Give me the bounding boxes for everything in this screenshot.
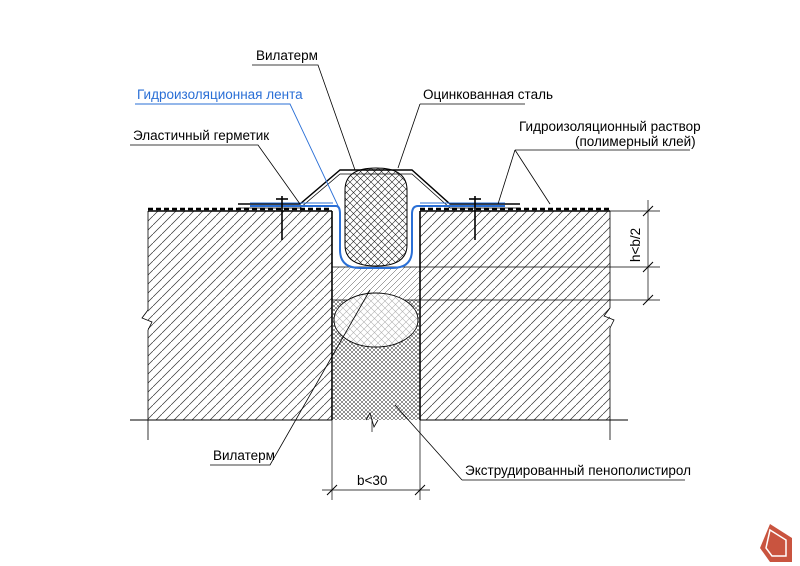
leader-lines (130, 64, 690, 481)
right-concrete-slab (419, 210, 628, 440)
vilaterm-lower-cord (333, 292, 419, 348)
galvanized-steel-cover (238, 169, 520, 209)
label-vilaterm-top: Вилатерм (256, 48, 318, 63)
label-extruded-polystyrene: Экструдированный пенополистирол (465, 463, 691, 478)
label-vilaterm-bottom: Вилатерм (213, 448, 275, 463)
label-galvanized-steel: Оцинкованная сталь (423, 87, 553, 102)
anchor-bolts (276, 196, 481, 240)
pulscen-logo-icon (760, 524, 792, 562)
label-waterproof-mortar-line2: (полимерный клей) (575, 134, 696, 149)
vilaterm-upper-cord (344, 167, 408, 267)
dim-h-label: h<b/2 (628, 228, 643, 262)
break-marks (365, 411, 379, 432)
tape-leader-line (135, 103, 341, 211)
left-concrete-slab (130, 210, 333, 440)
dim-b-label: b<30 (357, 473, 387, 488)
label-waterproof-mortar-line1: Гидроизоляционный раствор (519, 119, 701, 134)
dimension-h: h<b/2 (420, 200, 660, 306)
label-elastic-sealant: Эластичный герметик (133, 128, 269, 143)
dimension-b: b<30 (322, 420, 430, 500)
label-waterproof-tape: Гидроизоляционная лента (137, 87, 303, 102)
